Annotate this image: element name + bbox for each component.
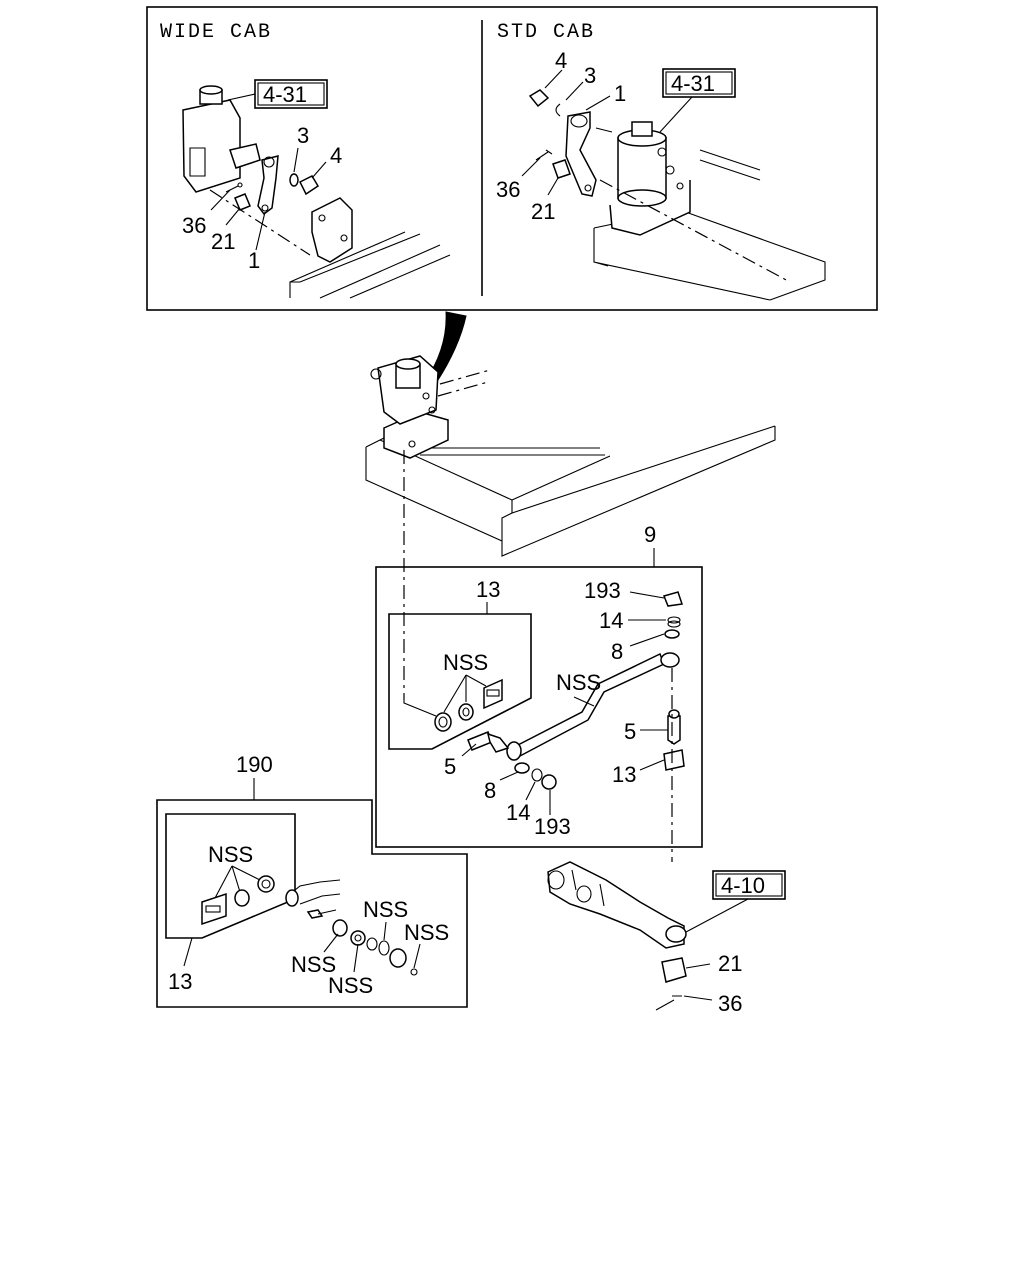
- label-13-box9: 13: [476, 577, 500, 602]
- nss-box190-a: NSS: [363, 897, 408, 922]
- label-21-bottom: 21: [718, 951, 742, 976]
- label-14-right: 14: [599, 608, 623, 633]
- std-label-4: 4: [555, 48, 567, 73]
- knuckle-arm: [547, 861, 687, 1011]
- wide-label-3: 3: [297, 123, 309, 148]
- right-stack-parts: [662, 591, 685, 771]
- nss-rod: NSS: [556, 670, 601, 695]
- label-14-left: 14: [506, 800, 530, 825]
- label-13-box190: 13: [168, 969, 192, 994]
- std-cab-title: STD CAB: [497, 21, 595, 44]
- box-190-frame: [156, 799, 468, 1008]
- std-label-21: 21: [531, 199, 555, 224]
- ref-box-4-10: [712, 870, 786, 900]
- box-190-kit-frame: [165, 813, 296, 939]
- label-9: 9: [644, 522, 656, 547]
- box190-rod-end: [285, 879, 418, 976]
- main-frame-assembly: [365, 355, 776, 557]
- ref-4-10: 4-10: [721, 873, 765, 898]
- label-190: 190: [236, 752, 273, 777]
- wide-label-4: 4: [330, 143, 342, 168]
- box-9-frame: [375, 566, 703, 848]
- wide-cab-steering-gear: [182, 85, 451, 299]
- wide-label-1: 1: [248, 248, 260, 273]
- inset-frame: [146, 6, 878, 311]
- nss-box190-d: NSS: [328, 973, 373, 998]
- label-193-left: 193: [534, 814, 571, 839]
- label-13-right: 13: [612, 762, 636, 787]
- label-5-right: 5: [624, 719, 636, 744]
- ref-4-31-std: 4-31: [671, 71, 715, 96]
- nss-kit-box9: NSS: [443, 650, 488, 675]
- ref-box-4-31-std: [662, 68, 736, 98]
- nss-box190-c: NSS: [291, 952, 336, 977]
- std-cab-steering-gear: [528, 89, 826, 301]
- label-193-right: 193: [584, 578, 621, 603]
- ref-4-31-wide: 4-31: [263, 82, 307, 107]
- kit-parts-box190: [201, 875, 275, 926]
- box-9-kit-frame: [388, 613, 532, 750]
- nss-box190-b: NSS: [404, 920, 449, 945]
- label-5-left: 5: [444, 754, 456, 779]
- wide-label-36: 36: [182, 213, 206, 238]
- std-label-3: 3: [584, 63, 596, 88]
- nss-kit-box190: NSS: [208, 842, 253, 867]
- label-8-left: 8: [484, 778, 496, 803]
- wide-label-21: 21: [211, 229, 235, 254]
- std-label-1: 1: [614, 81, 626, 106]
- wide-cab-title: WIDE CAB: [160, 21, 272, 44]
- kit-parts-box9: [434, 678, 503, 732]
- label-36-bottom: 36: [718, 991, 742, 1016]
- std-label-36: 36: [496, 177, 520, 202]
- label-8-right: 8: [611, 639, 623, 664]
